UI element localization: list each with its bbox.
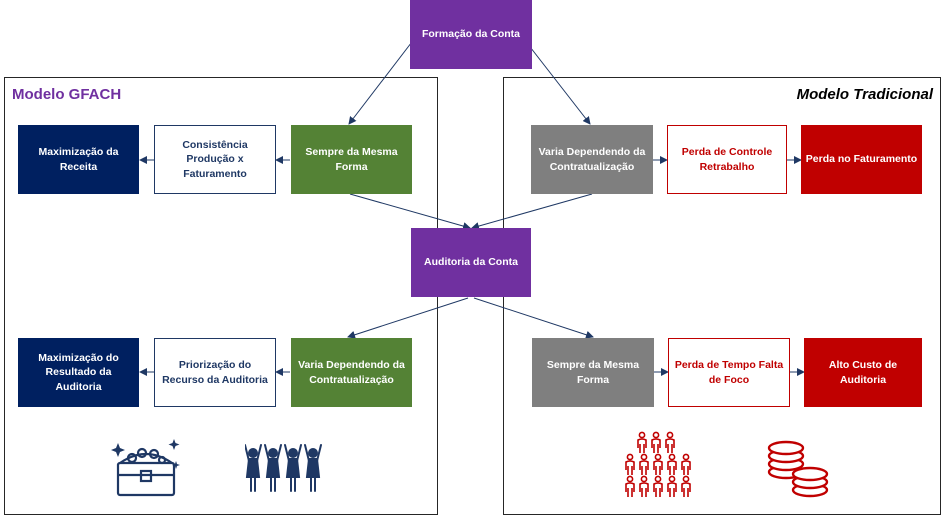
right-r2-middle: Perda de Tempo Falta de Foco [668,338,790,407]
left-r2-middle: Priorização do Recurso da Auditoria [154,338,276,407]
right-r1-source: Varia Dependendo da Contratualização [531,125,653,194]
celebrating-team-icon [245,444,322,492]
left-r2-source: Varia Dependendo da Contratualização [291,338,412,407]
coin-stacks-icon [767,440,829,498]
left-r1-source: Sempre da Mesma Forma [291,125,412,194]
node-auditoria-da-conta: Auditoria da Conta [411,228,531,297]
node-formacao-da-conta: Formação da Conta [410,0,532,69]
right-r1-middle: Perda de Controle Retrabalho [667,125,787,194]
right-r2-result: Alto Custo de Auditoria [804,338,922,407]
left-r1-middle: Consistência Produção x Faturamento [154,125,276,194]
left-panel-title: Modelo GFACH [12,86,122,103]
crowd-icon [625,431,691,497]
right-r1-result: Perda no Faturamento [801,125,922,194]
treasure-chest-icon [111,439,180,497]
left-r1-result: Maximização da Receita [18,125,139,194]
right-panel-title: Modelo Tradicional [796,86,933,103]
left-r2-result: Maximização do Resultado da Auditoria [18,338,139,407]
right-r2-source: Sempre da Mesma Forma [532,338,654,407]
